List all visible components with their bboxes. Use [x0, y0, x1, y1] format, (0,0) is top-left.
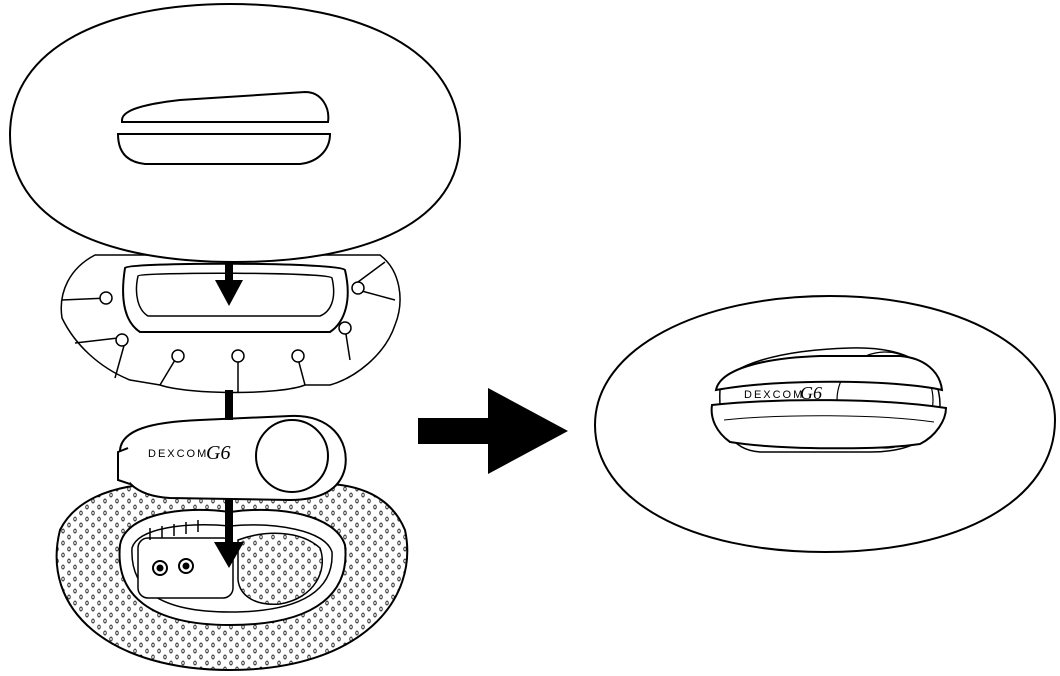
applied-lower-band [710, 399, 948, 450]
result-arrow-icon [418, 388, 568, 474]
overpatch-cover [8, 2, 462, 264]
sensor-mesh-window [237, 532, 324, 605]
transmitter-brand-word: DEXCOM [148, 448, 208, 460]
sensor-pod-on-mesh-patch [55, 482, 409, 672]
applied-brand-mark: G6 [800, 383, 822, 403]
adhesive-tab-dividers [61, 261, 396, 392]
adhesive-tab-holes [99, 281, 365, 363]
down-arrow-2 [225, 390, 233, 420]
applied-brand-word: DEXCOM [744, 389, 804, 401]
overpatch-lower-slot [116, 133, 332, 165]
down-arrow-3 [214, 498, 244, 568]
applied-upper-flap [714, 355, 944, 392]
transmitter-brand-mark: G6 [206, 442, 230, 464]
overpatch-applied-over-transmitter: DEXCOM G6 [593, 294, 1057, 554]
sensor-clip-teeth [149, 520, 199, 540]
overpatch-upper-slot [121, 90, 330, 123]
transmitter-dome [255, 419, 329, 493]
transmitter-tab [117, 447, 131, 485]
adhesive-ring-with-tabs [60, 254, 401, 394]
transmitter: DEXCOM G6 [117, 414, 347, 502]
down-arrow-1 [215, 262, 243, 306]
adhesive-ring-center [122, 262, 349, 333]
